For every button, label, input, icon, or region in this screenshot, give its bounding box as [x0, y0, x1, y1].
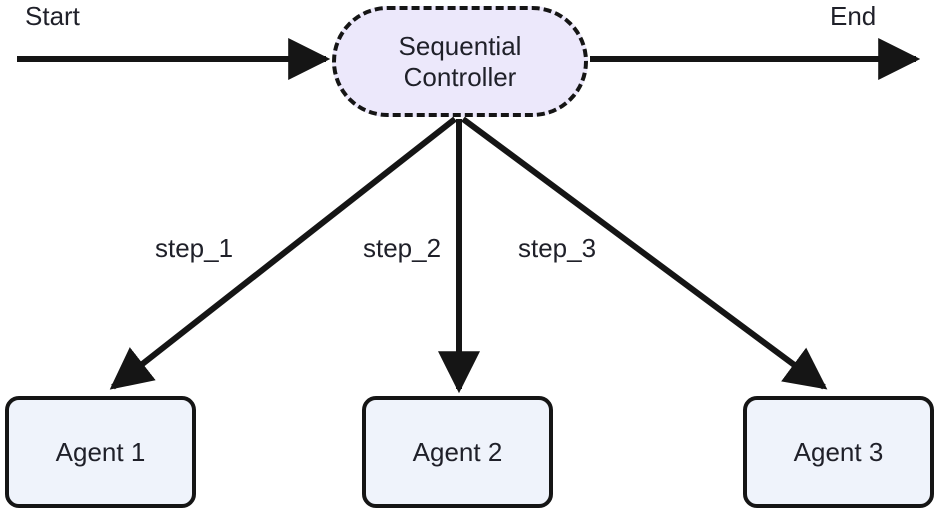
node-label: Agent 2	[412, 436, 503, 467]
node-label: Sequential Controller	[398, 30, 522, 92]
node-agent-1[interactable]: Agent 1	[5, 396, 196, 508]
node-label: Agent 1	[55, 436, 146, 467]
node-agent-2[interactable]: Agent 2	[362, 396, 553, 508]
edge-label-end: End	[830, 1, 877, 31]
edge-step-1-arrow	[109, 116, 457, 390]
node-sequential-controller[interactable]: Sequential Controller	[332, 6, 588, 117]
node-agent-3[interactable]: Agent 3	[743, 396, 934, 508]
node-label: Agent 3	[793, 436, 884, 467]
edge-label-start: Start	[25, 1, 80, 31]
edge-step-3-arrow	[461, 116, 828, 390]
edge-label-step-3: step_3	[518, 233, 597, 263]
edge-label-step-1: step_1	[155, 233, 234, 263]
edge-label-step-2: step_2	[363, 233, 442, 263]
